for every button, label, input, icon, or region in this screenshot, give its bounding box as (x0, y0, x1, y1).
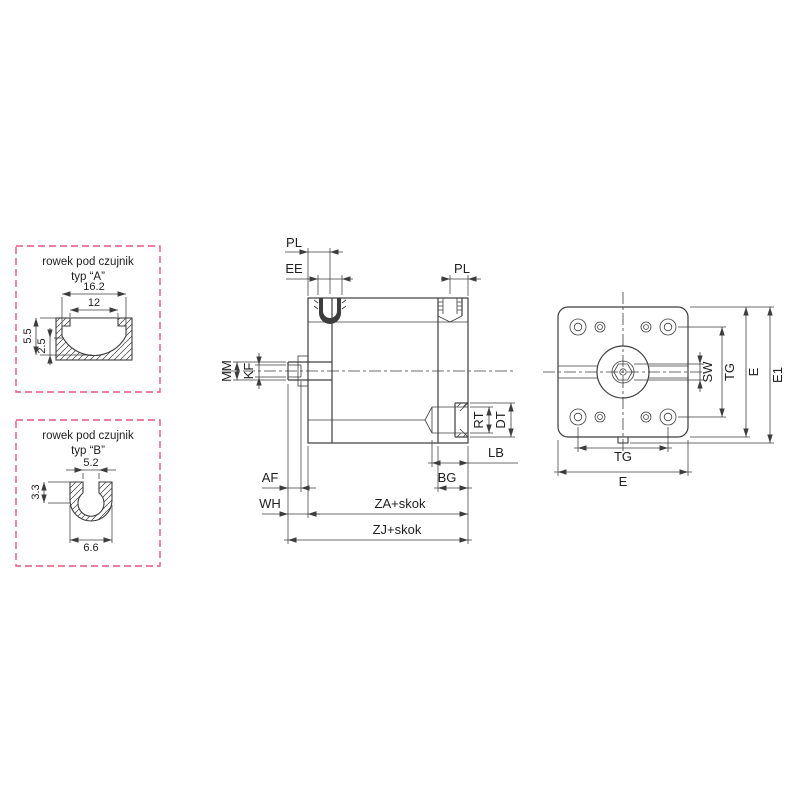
dim-label-e1: E1 (770, 367, 785, 383)
groove-profile-b (69, 481, 113, 522)
inset-b-title: rowek pod czujnik (42, 430, 134, 442)
inset-b-dimensions: 5.2 3.3 6.6 (30, 457, 116, 554)
dim-label-af: AF (262, 470, 279, 485)
dim-label-a-top: 16.2 (83, 281, 104, 293)
mounting-holes (569, 318, 677, 426)
dim-label-b-top: 5.2 (83, 457, 98, 469)
groove-profile-a (55, 317, 133, 361)
dim-label-kf: KF (241, 363, 256, 380)
dim-label-ee: EE (285, 261, 303, 276)
dim-label-pl-left: PL (286, 235, 302, 250)
inset-a-dimensions: 16.2 12 5.5 2.5 (22, 281, 127, 365)
dim-label-tg-side: TG (722, 363, 737, 381)
side-extension-lines (233, 248, 515, 544)
dim-dt: DT (493, 403, 514, 437)
dim-label-b-depth: 3.3 (30, 484, 42, 499)
dim-pl-left: PL (285, 235, 343, 255)
inset-b-subtitle: typ “B” (71, 445, 105, 457)
dim-label-dt: DT (493, 411, 508, 428)
sensor-groove-inset-b: rowek pod czujnik typ “B” 5.2 3.3 (15, 419, 161, 567)
dim-label-bg: BG (438, 470, 457, 485)
dim-bg: BG (434, 470, 472, 491)
sensor-groove-lines (558, 365, 688, 379)
dim-ee: EE (285, 261, 353, 282)
dim-af: AF (262, 470, 316, 491)
inset-a-frame (15, 245, 161, 393)
dim-pl-right: PL (441, 261, 481, 282)
dim-sw: SW (697, 352, 715, 392)
dim-label-wh: WH (259, 496, 281, 511)
dim-label-a-depth: 5.5 (22, 328, 34, 343)
rear-port-bore (424, 402, 469, 438)
inset-b-frame (15, 419, 161, 567)
dim-zj: ZJ+skok (284, 522, 472, 543)
dim-label-pl-right: PL (454, 261, 470, 276)
inset-a-title: rowek pod czujnik (42, 256, 134, 268)
dim-za: ZA+skok (308, 496, 468, 517)
dim-label-tg-bottom: TG (614, 449, 632, 464)
dim-label-b-width: 6.6 (83, 542, 98, 554)
dim-rt: RT (471, 407, 492, 433)
dim-kf: KF (241, 353, 262, 389)
dim-label-zj: ZJ+skok (373, 522, 422, 537)
dim-label-za: ZA+skok (375, 496, 426, 511)
dim-e1: E1 (767, 307, 785, 443)
dim-tg-bottom: TG (574, 445, 672, 464)
dim-label-rt: RT (471, 411, 486, 428)
dim-e-bottom: E (554, 469, 692, 489)
rod-bearing-boss (297, 355, 309, 387)
piston-rod (287, 355, 332, 387)
dim-tg-side: TG (719, 327, 737, 417)
dim-label-lb: LB (488, 445, 504, 460)
front-extension-lines (557, 306, 774, 476)
sensor-groove-inset-a: rowek pod czujnik typ “A” 16.2 12 (15, 245, 161, 393)
dim-label-e-side: E (746, 367, 761, 376)
cylinder-front-view: SW TG E E1 TG (543, 292, 785, 489)
port-front (313, 298, 347, 324)
cylinder-side-view: PL EE PL MM KF (219, 235, 518, 544)
dim-label-e-bottom: E (619, 474, 628, 489)
dim-e-side: E (743, 307, 761, 437)
dim-label-sw: SW (700, 361, 715, 383)
dim-lb: LB (428, 445, 518, 466)
dim-label-a-step: 2.5 (36, 338, 48, 353)
dim-label-a-mid: 12 (88, 297, 100, 309)
inset-a-subtitle: typ “A” (71, 271, 105, 283)
dim-mm: MM (219, 360, 240, 382)
dim-label-mm: MM (219, 360, 234, 382)
port-rear (437, 298, 463, 323)
